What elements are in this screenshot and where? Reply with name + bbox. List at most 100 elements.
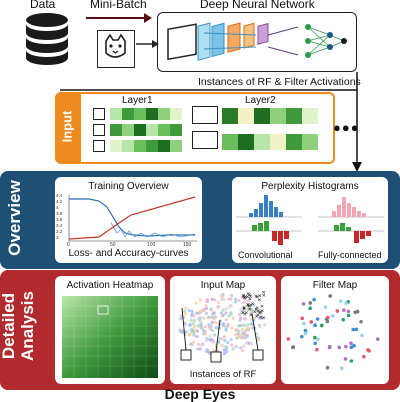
highlight-mark: ✕	[245, 303, 249, 309]
layer1-label: Layer1	[122, 95, 153, 106]
input-map-point	[236, 332, 240, 336]
filter-map-point	[302, 321, 306, 326]
y-tick: 3.4	[56, 223, 63, 228]
highlight-mark: ✕	[248, 297, 252, 303]
input-map-point	[256, 338, 260, 342]
input-map-point	[183, 309, 187, 314]
highlight-mark: ✕	[249, 313, 253, 319]
input-map-point	[198, 298, 203, 302]
input-map-point	[207, 337, 212, 341]
input-map-point	[192, 314, 196, 318]
overview-side-label: Overview	[5, 180, 24, 256]
filter-map-point	[323, 305, 328, 309]
input-map-point	[253, 316, 257, 320]
input-map-point	[229, 293, 234, 298]
highlight-mark: ✕	[258, 293, 262, 299]
input-map-caption: Instances of RF	[189, 369, 257, 380]
input-map-point	[195, 329, 199, 333]
input-map-point	[252, 302, 256, 307]
input-map-point	[226, 322, 231, 327]
highlight-mark: ✕	[246, 292, 250, 298]
input-map-point	[244, 324, 248, 328]
input-map-point	[204, 338, 209, 343]
filter-map-point	[316, 337, 320, 342]
input-map-point	[227, 305, 231, 309]
highlight-mark: ✕	[241, 293, 245, 299]
detailed-side-label-2: Analysis	[18, 291, 37, 361]
highlight-mark: ✕	[242, 306, 246, 312]
input-map-point	[197, 342, 201, 347]
input-map-point	[233, 300, 237, 304]
more-ellipsis: ●●●	[333, 120, 360, 135]
highlight-mark: ✕	[254, 307, 258, 313]
input-map-point	[188, 322, 193, 327]
connector-arrow	[60, 72, 362, 172]
input-map-point	[191, 340, 196, 344]
input-map-point	[239, 310, 243, 315]
filter-map-point	[308, 306, 312, 311]
input-map-point	[229, 297, 233, 301]
highlight-mark: ✕	[258, 315, 262, 321]
input-map-point	[260, 316, 264, 320]
input-map-point	[207, 322, 211, 327]
input-map-point	[237, 298, 241, 303]
input-map-point	[224, 307, 228, 311]
input-map-scatter: ✕✕✕✕✕✕✕✕✕✕✕✕✕✕✕✕✕✕✕✕✕✕✕✕✕✕✕✕✕✕✕✕✕✕✕✕✕✕✕✕	[178, 290, 267, 363]
input-map-point	[212, 317, 216, 321]
input-map-point	[202, 316, 206, 320]
filter-map-point	[351, 327, 355, 332]
filter-map-point	[303, 331, 308, 336]
detailed-side-label-1: Detailed	[0, 292, 18, 360]
filter-map-title: Filter Map	[312, 280, 358, 291]
filter-map-point	[349, 359, 354, 363]
layer2-activation-rows	[222, 108, 318, 150]
input-map-point	[240, 295, 244, 299]
input-map-point	[190, 309, 194, 313]
input-map-point	[203, 325, 207, 329]
input-map-point	[204, 304, 208, 308]
x-tick: 0	[67, 242, 70, 248]
input-map-point	[198, 347, 202, 351]
filter-map-point	[375, 337, 380, 341]
filter-map-point	[346, 309, 351, 314]
input-map-point	[224, 327, 228, 331]
highlight-mark: ✕	[255, 314, 259, 320]
input-map-point	[230, 326, 234, 330]
perplexity-title: Perplexity Histograms	[261, 181, 359, 192]
highlight-mark: ✕	[256, 313, 260, 319]
y-tick: 3	[56, 235, 59, 240]
highlight-mark: ✕	[257, 297, 261, 303]
highlight-mark: ✕	[242, 294, 246, 300]
dnn-box	[157, 12, 357, 72]
rf-instance-thumbnail	[252, 349, 264, 361]
training-caption: Loss- and Accuracy-curves	[68, 248, 189, 259]
filter-map-point	[328, 294, 333, 298]
input-map-point	[202, 308, 206, 312]
perplexity-histograms	[236, 195, 384, 245]
instances-label: Instances of RF & Filter Activations	[198, 76, 361, 88]
filter-map-point	[367, 349, 371, 353]
input-map-point	[243, 296, 248, 300]
input-map-point	[184, 312, 188, 316]
filter-map-point	[300, 316, 305, 321]
input-map-point	[219, 343, 223, 347]
input-map-point	[237, 329, 241, 333]
filter-map-point	[319, 323, 324, 328]
filter-map-point	[339, 366, 344, 370]
y-tick: 3.6	[56, 217, 63, 222]
y-tick: 3.2	[56, 229, 63, 234]
input-map-point	[184, 306, 188, 310]
highlight-mark: ✕	[262, 290, 266, 296]
input-map-point	[179, 317, 183, 321]
filter-map-point	[290, 345, 295, 350]
input-map-point	[237, 335, 241, 339]
input-map-point	[190, 327, 194, 332]
highlight-mark: ✕	[262, 293, 266, 299]
filter-map-point	[313, 323, 317, 327]
input-map-point	[204, 349, 208, 353]
highlight-mark: ✕	[245, 294, 249, 300]
input-map-point	[216, 305, 220, 309]
filter-map-point	[325, 365, 330, 370]
highlight-mark: ✕	[241, 310, 245, 316]
input-map-point	[246, 305, 250, 309]
